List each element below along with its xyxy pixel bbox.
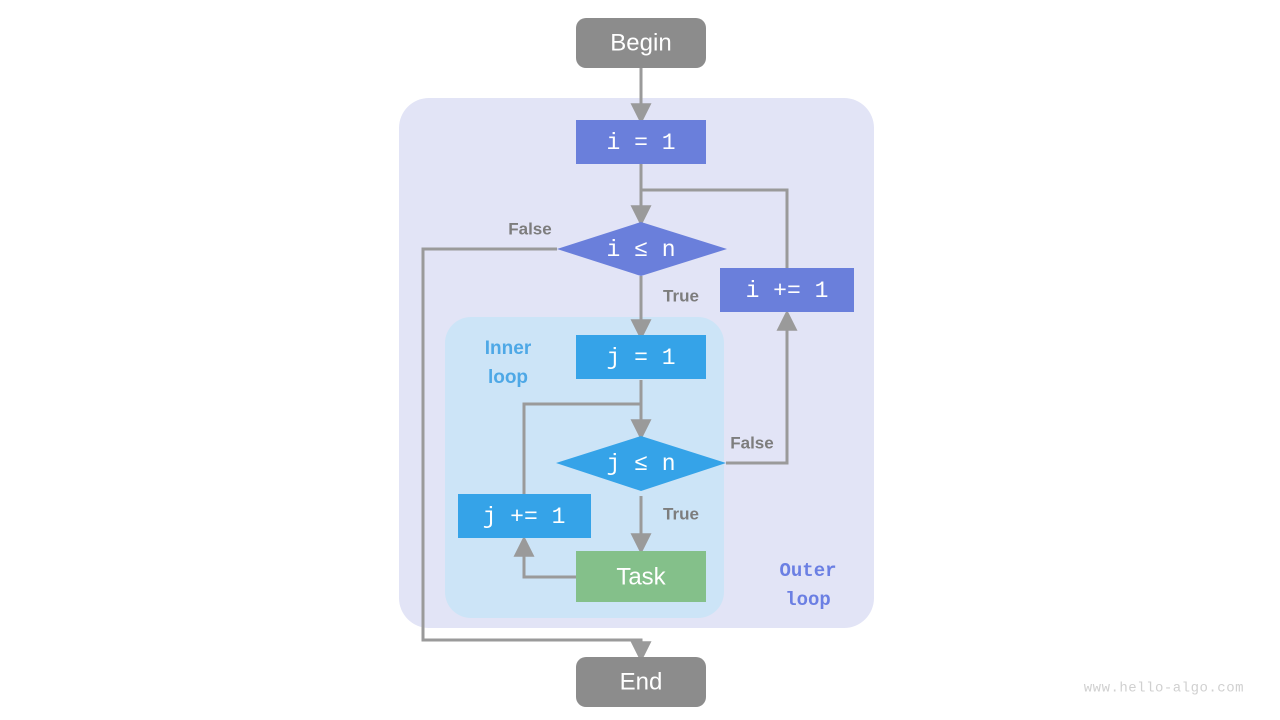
node-i-init[interactable]: i = 1 <box>576 120 706 164</box>
edge-j-incr-to-j-cond <box>522 402 641 494</box>
node-i-incr-shape <box>720 268 854 312</box>
node-j-cond-label: j ≤ n <box>606 451 675 477</box>
node-j-incr-label: j += 1 <box>483 504 566 530</box>
edge-label-j-false: False <box>730 433 773 452</box>
node-j-incr-shape <box>458 494 591 538</box>
node-end[interactable]: End <box>576 657 706 707</box>
node-j-init-shape <box>576 335 706 379</box>
node-j-init[interactable]: j = 1 <box>576 335 706 379</box>
node-i-init-shape <box>576 120 706 164</box>
node-i-cond-label: i ≤ n <box>606 237 675 263</box>
group-label-inner-loop-line2: loop <box>488 367 528 388</box>
edge-label-i-false: False <box>508 219 551 238</box>
group-label-inner-loop-line1: Inner <box>485 338 532 359</box>
edge-i-incr-to-i-cond <box>641 188 789 268</box>
node-j-init-label: j = 1 <box>606 345 675 371</box>
node-j-cond[interactable]: j ≤ n <box>556 436 726 491</box>
node-i-cond-shape <box>557 222 727 276</box>
edge-j-cond-false-to-i-incr <box>726 309 798 465</box>
node-i-incr-label: i += 1 <box>746 278 829 304</box>
node-task-shape <box>576 551 706 602</box>
watermark-label: www.hello-algo.com <box>1084 681 1244 697</box>
node-begin[interactable]: Begin <box>576 18 706 68</box>
group-label-outer-loop-line2: loop <box>785 589 831 611</box>
node-i-incr[interactable]: i += 1 <box>720 268 854 312</box>
node-j-cond-shape <box>556 436 726 491</box>
node-end-shape <box>576 657 706 707</box>
node-i-init-label: i = 1 <box>606 130 675 156</box>
node-j-incr[interactable]: j += 1 <box>458 494 591 538</box>
edge-label-i-true: True <box>663 286 699 305</box>
edge-i-cond-false-to-end <box>421 247 652 663</box>
node-task-label: Task <box>616 563 666 590</box>
edge-label-j-true: True <box>663 504 699 523</box>
node-begin-shape <box>576 18 706 68</box>
edge-task-to-j-incr <box>513 535 576 579</box>
node-i-cond[interactable]: i ≤ n <box>557 222 727 276</box>
node-task[interactable]: Task <box>576 551 706 602</box>
node-end-label: End <box>620 668 663 695</box>
node-begin-label: Begin <box>610 29 671 56</box>
group-label-outer-loop-line1: Outer <box>779 560 836 582</box>
